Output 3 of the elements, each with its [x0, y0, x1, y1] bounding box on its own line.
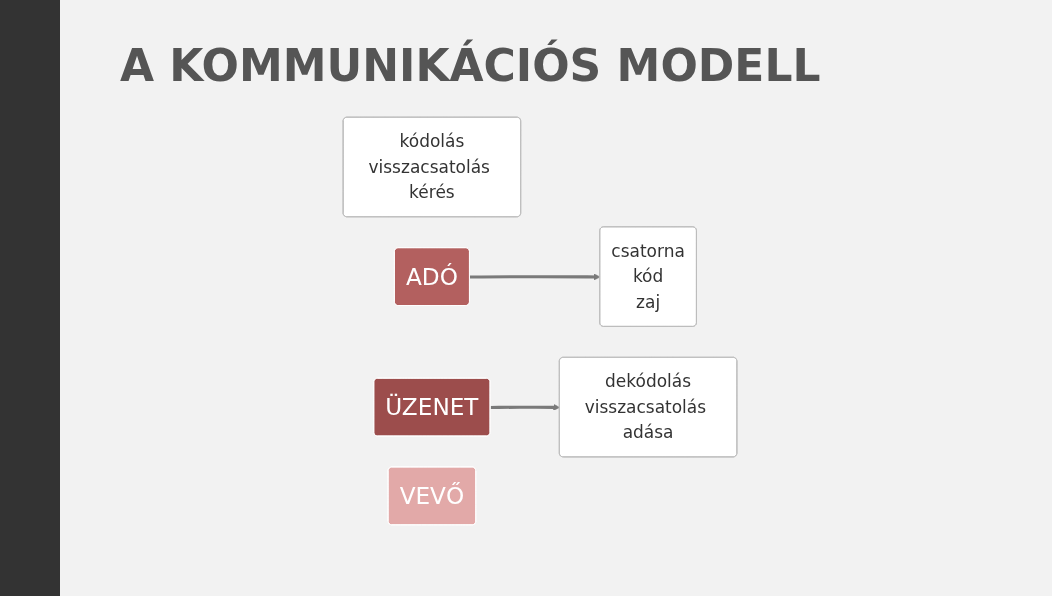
arrow — [490, 403, 560, 411]
slide-title: A KOMMUNIKÁCIÓS MODELL — [120, 40, 822, 91]
arrow — [469, 273, 601, 281]
